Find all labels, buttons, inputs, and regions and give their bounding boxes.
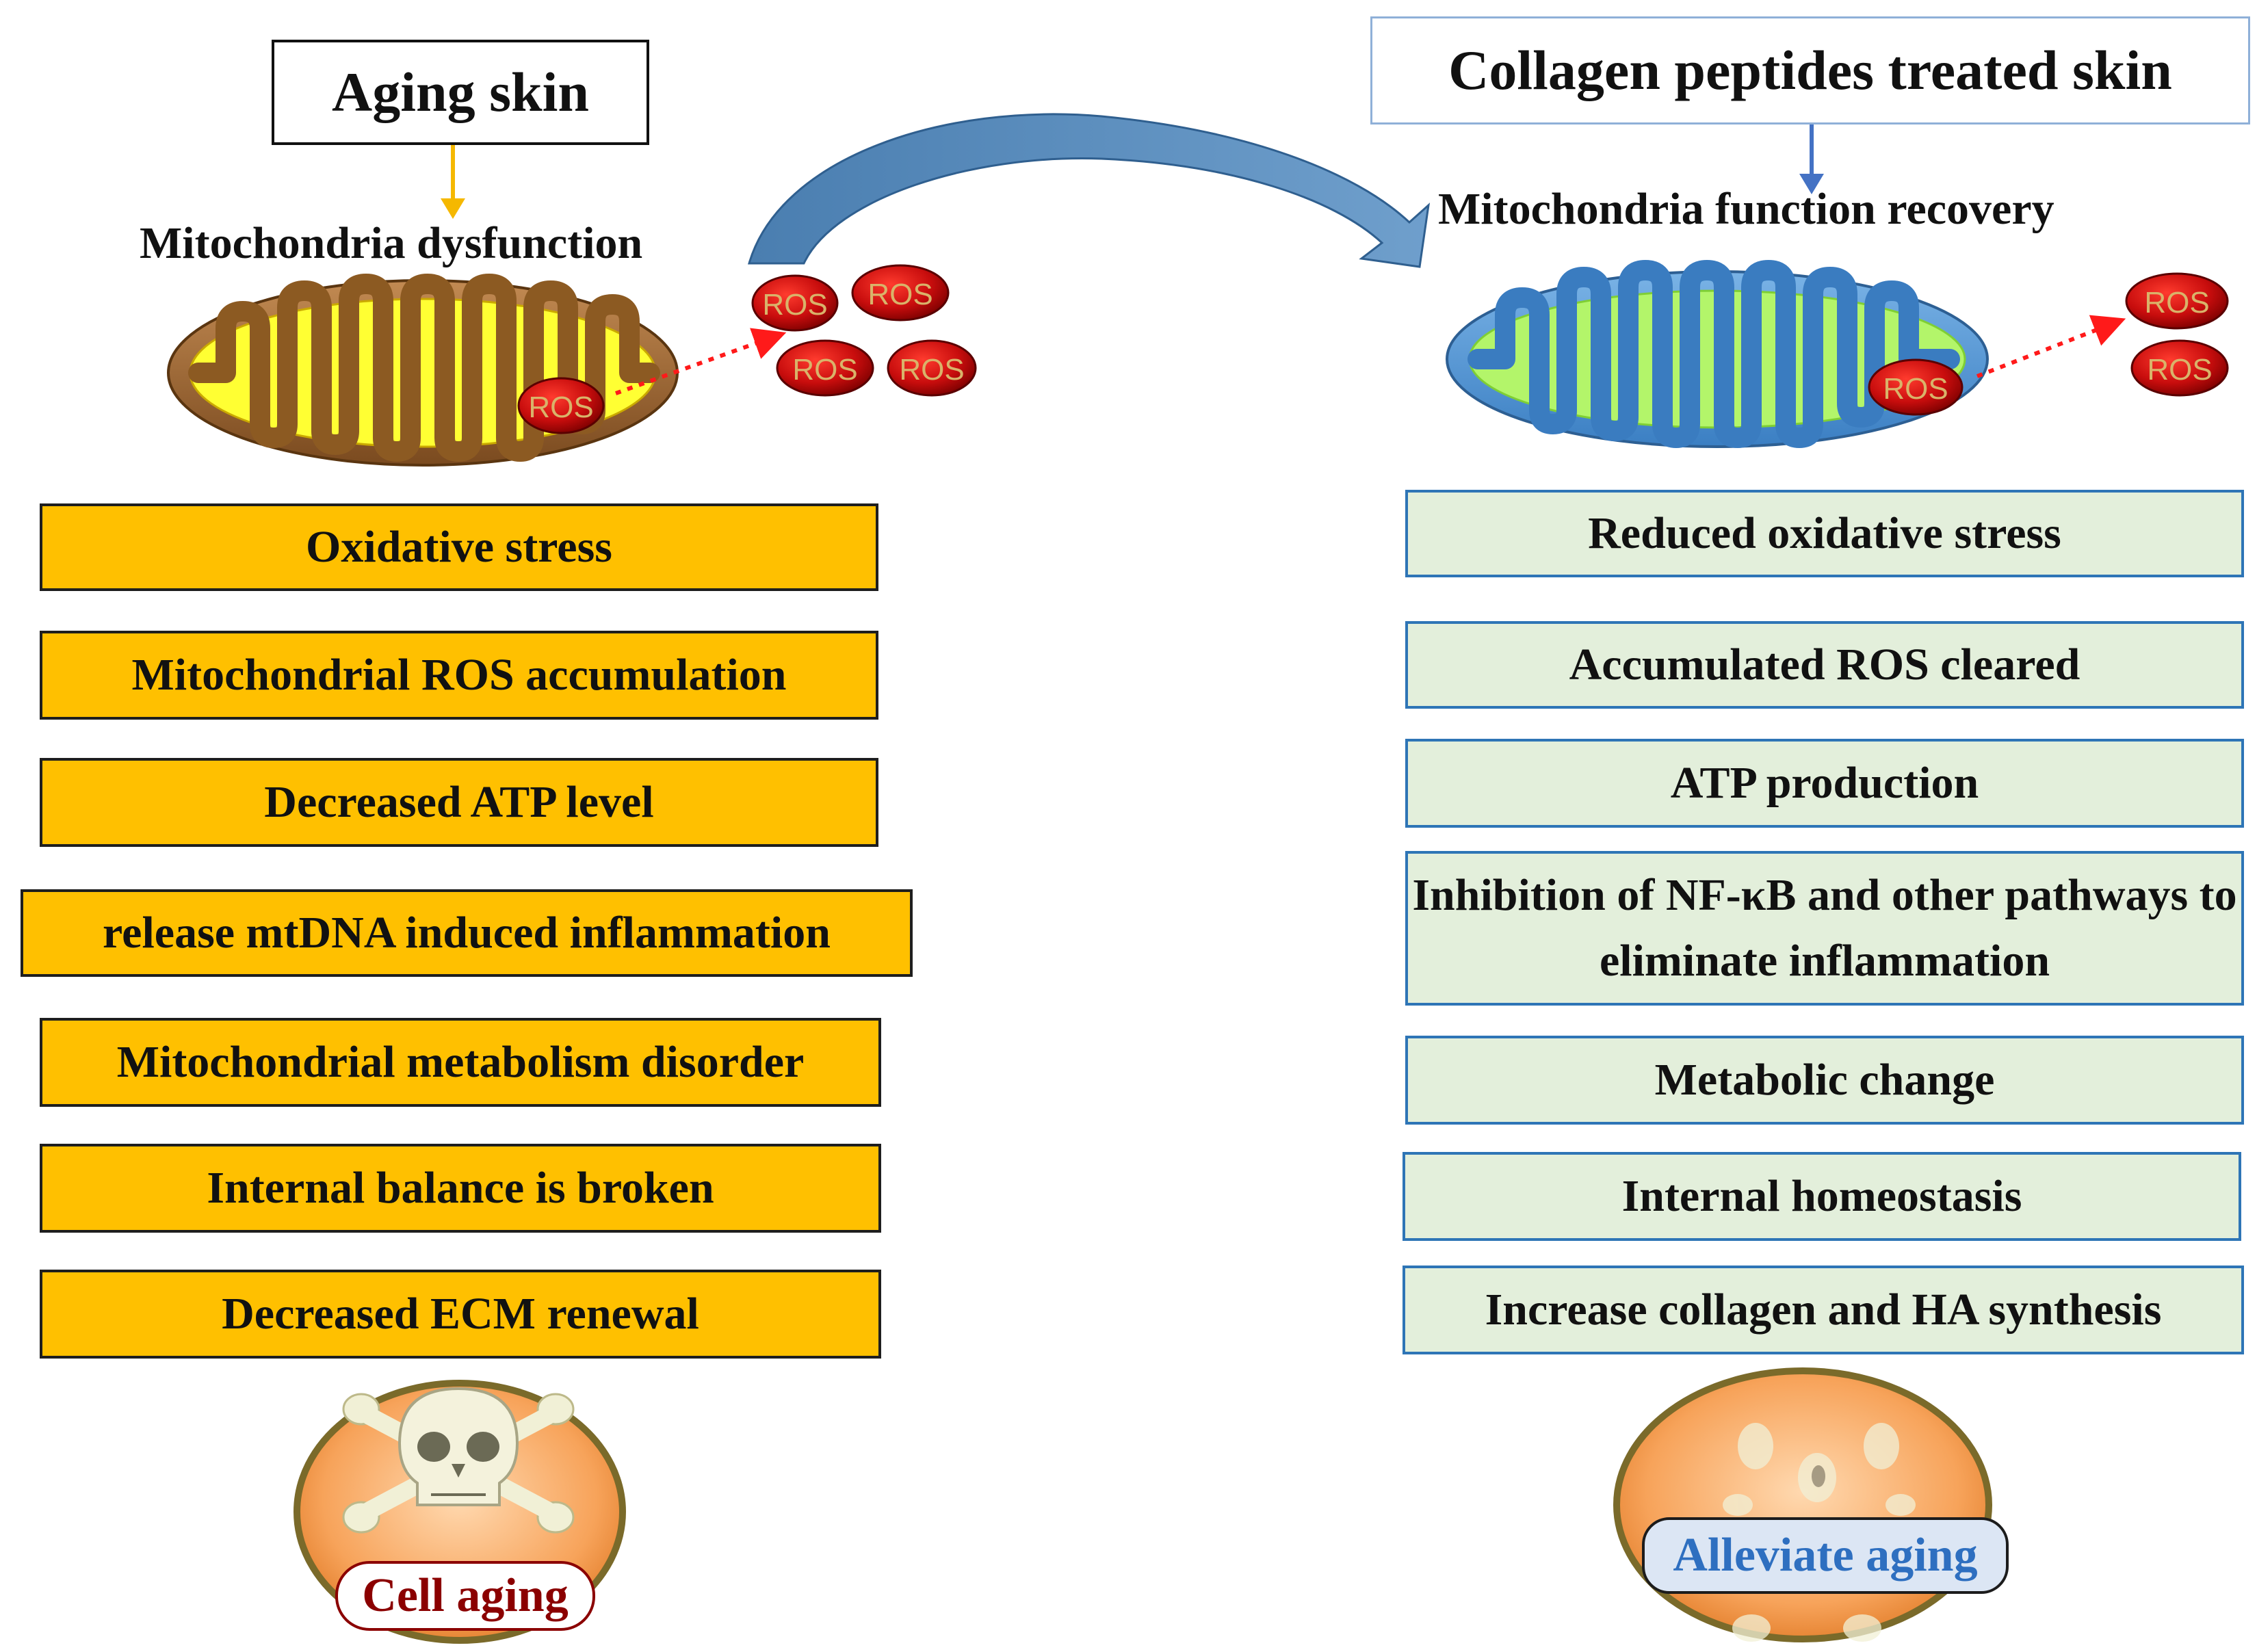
left-effect-box: Mitochondrial metabolism disorder	[40, 1018, 881, 1107]
right-effect-box: Inhibition of NF-κB and other pathways t…	[1405, 851, 2244, 1006]
right-effect-box: Increase collagen and HA synthesis	[1403, 1266, 2244, 1354]
transition-arrow	[747, 113, 1431, 268]
damaged-mitochondrion	[167, 274, 679, 467]
ros-label: ROS	[867, 278, 932, 311]
right-effect-box: ATP production	[1405, 739, 2244, 828]
left-effect-box: Mitochondrial ROS accumulation	[40, 631, 878, 720]
left-effect-box: release mtDNA induced inflammation	[21, 889, 913, 977]
skull-icon	[342, 1387, 575, 1534]
aging-skin-title: Aging skin	[272, 40, 649, 145]
ros-label: ROS	[1883, 372, 1948, 406]
right-effect-box: Accumulated ROS cleared	[1405, 621, 2244, 709]
alleviate-aging-badge: Alleviate aging	[1642, 1517, 2009, 1594]
left-effect-box: Oxidative stress	[40, 503, 878, 591]
mitochondria-dysfunction-label: Mitochondria dysfunction	[140, 218, 643, 268]
ros-molecule-left-4: ROS	[887, 339, 977, 397]
collagen-treated-skin-title: Collagen peptides treated skin	[1370, 16, 2250, 124]
left-effect-box: Decreased ATP level	[40, 758, 878, 847]
ros-label: ROS	[2144, 286, 2209, 319]
ros-molecule-left-2: ROS	[851, 264, 950, 322]
ros-label: ROS	[762, 288, 827, 322]
right-effect-box: Internal homeostasis	[1403, 1152, 2241, 1241]
faded-skull-icon	[1723, 1423, 1916, 1642]
cell-aging-badge: Cell aging	[335, 1561, 595, 1631]
ros-label: ROS	[528, 391, 593, 424]
left-effect-box: Internal balance is broken	[40, 1144, 881, 1233]
right-ros-release-arrow	[1976, 315, 2126, 378]
right-effect-box: Metabolic change	[1405, 1036, 2244, 1125]
ros-molecule-right-inner: ROS	[1868, 358, 1964, 416]
left-title-arrow	[441, 145, 465, 219]
ros-molecule-right-1: ROS	[2125, 272, 2229, 330]
left-effect-box: Decreased ECM renewal	[40, 1270, 881, 1359]
ros-label: ROS	[2147, 353, 2212, 386]
ros-label: ROS	[899, 353, 964, 386]
right-title-arrow	[1799, 124, 1824, 194]
ros-label: ROS	[792, 353, 857, 386]
healthy-mitochondrion	[1446, 260, 1989, 448]
mitochondria-recovery-label: Mitochondria function recovery	[1438, 184, 2054, 234]
recovering-cell	[1613, 1367, 1992, 1642]
ros-molecule-left-3: ROS	[776, 339, 874, 397]
left-ros-release-arrow	[614, 328, 787, 395]
ros-molecule-left-1: ROS	[751, 274, 839, 332]
ros-molecule-right-2: ROS	[2130, 339, 2229, 397]
right-effect-box: Reduced oxidative stress	[1405, 490, 2244, 577]
ros-molecule-left-inner: ROS	[517, 377, 605, 434]
